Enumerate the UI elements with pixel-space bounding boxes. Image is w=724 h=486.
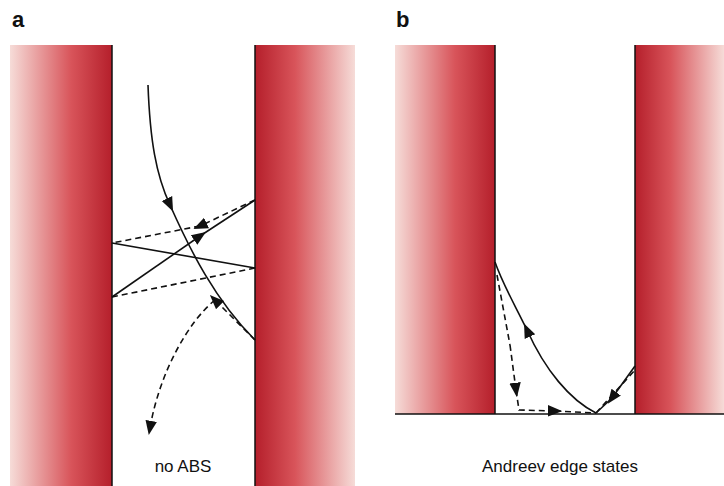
superconductor-slab xyxy=(635,45,724,414)
panel-caption: no ABS xyxy=(153,458,214,477)
trajectories xyxy=(112,85,255,428)
superconductor-slab xyxy=(10,45,112,486)
panel-caption: Andreev edge states xyxy=(480,458,640,477)
interface-line xyxy=(494,45,496,414)
interface-line xyxy=(111,45,113,486)
interface-line xyxy=(254,45,256,486)
sample-edge xyxy=(395,413,724,415)
edge-trajectories xyxy=(495,262,635,413)
interface-line xyxy=(634,45,636,414)
superconductor-slab xyxy=(255,45,355,486)
superconductor-slab xyxy=(395,45,495,414)
panel-letter: a xyxy=(12,8,24,32)
panel-letter: b xyxy=(396,8,409,32)
